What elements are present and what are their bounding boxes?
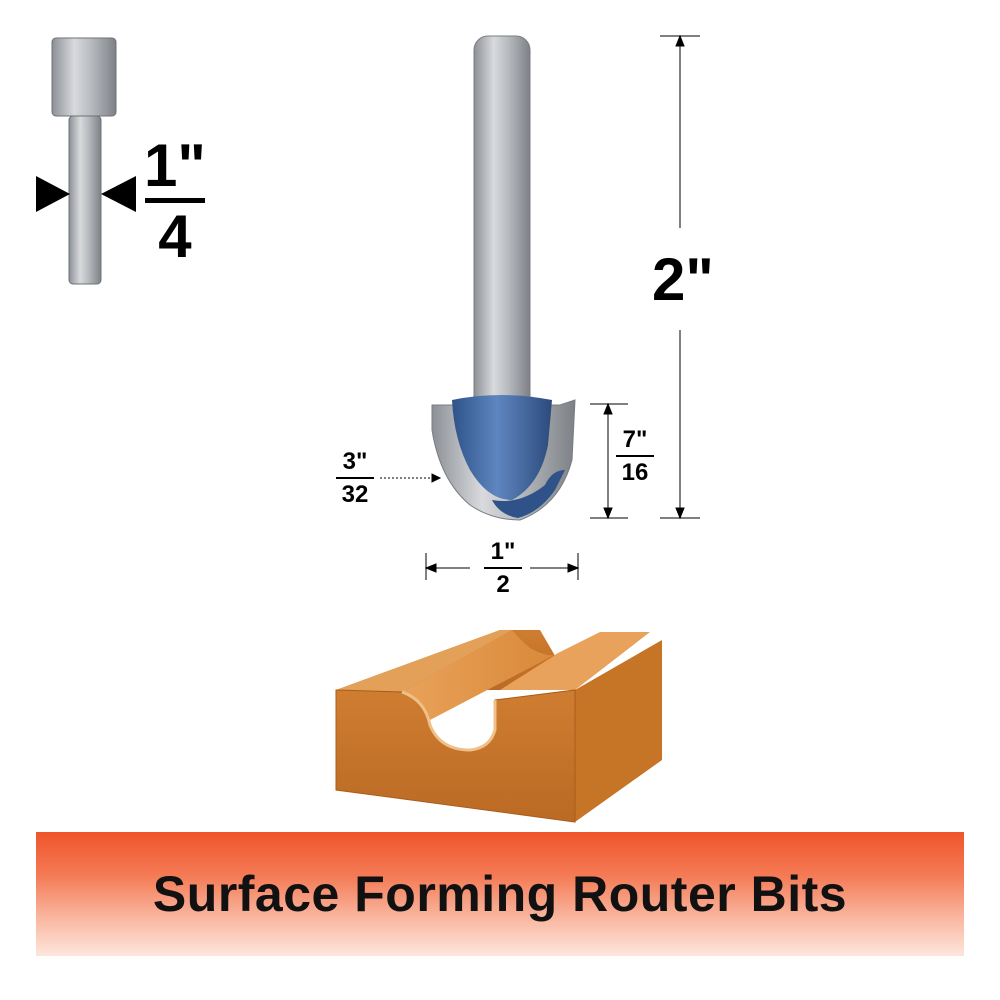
banner-title: Surface Forming Router Bits — [152, 866, 848, 922]
cutter-head — [452, 395, 552, 500]
radius-denominator: 32 — [341, 481, 369, 508]
shank-diameter-label: 1" 4 — [144, 136, 206, 267]
shank-icon — [36, 37, 136, 285]
fraction-bar — [484, 567, 522, 569]
title-banner: Surface Forming Router Bits — [36, 832, 964, 956]
cutting-diameter-numerator: 1" — [490, 538, 516, 565]
radius-label: 3" 32 — [336, 450, 374, 507]
cutting-diameter-denominator: 2 — [496, 571, 510, 598]
overall-length-label: 2" — [652, 246, 714, 313]
shank-diameter-denominator: 4 — [158, 203, 192, 270]
cutting-length-numerator: 7" — [622, 426, 648, 453]
router-bit — [431, 35, 576, 521]
arrow-left-icon — [101, 176, 136, 212]
fraction-bar — [616, 455, 654, 457]
cutting-length-label: 7" 16 — [616, 428, 654, 485]
radius-numerator: 3" — [342, 448, 368, 475]
cutting-length-denominator: 16 — [621, 459, 649, 486]
arrow-right-icon — [36, 176, 70, 212]
router-bit-illustration — [36, 34, 700, 823]
cutting-diameter-label: 1" 2 — [484, 540, 522, 597]
dimension-lines — [380, 34, 700, 580]
shank-diameter-numerator: 1" — [144, 132, 206, 199]
fraction-bar — [144, 198, 205, 203]
wood-profile — [335, 630, 662, 823]
fraction-bar — [336, 477, 374, 479]
